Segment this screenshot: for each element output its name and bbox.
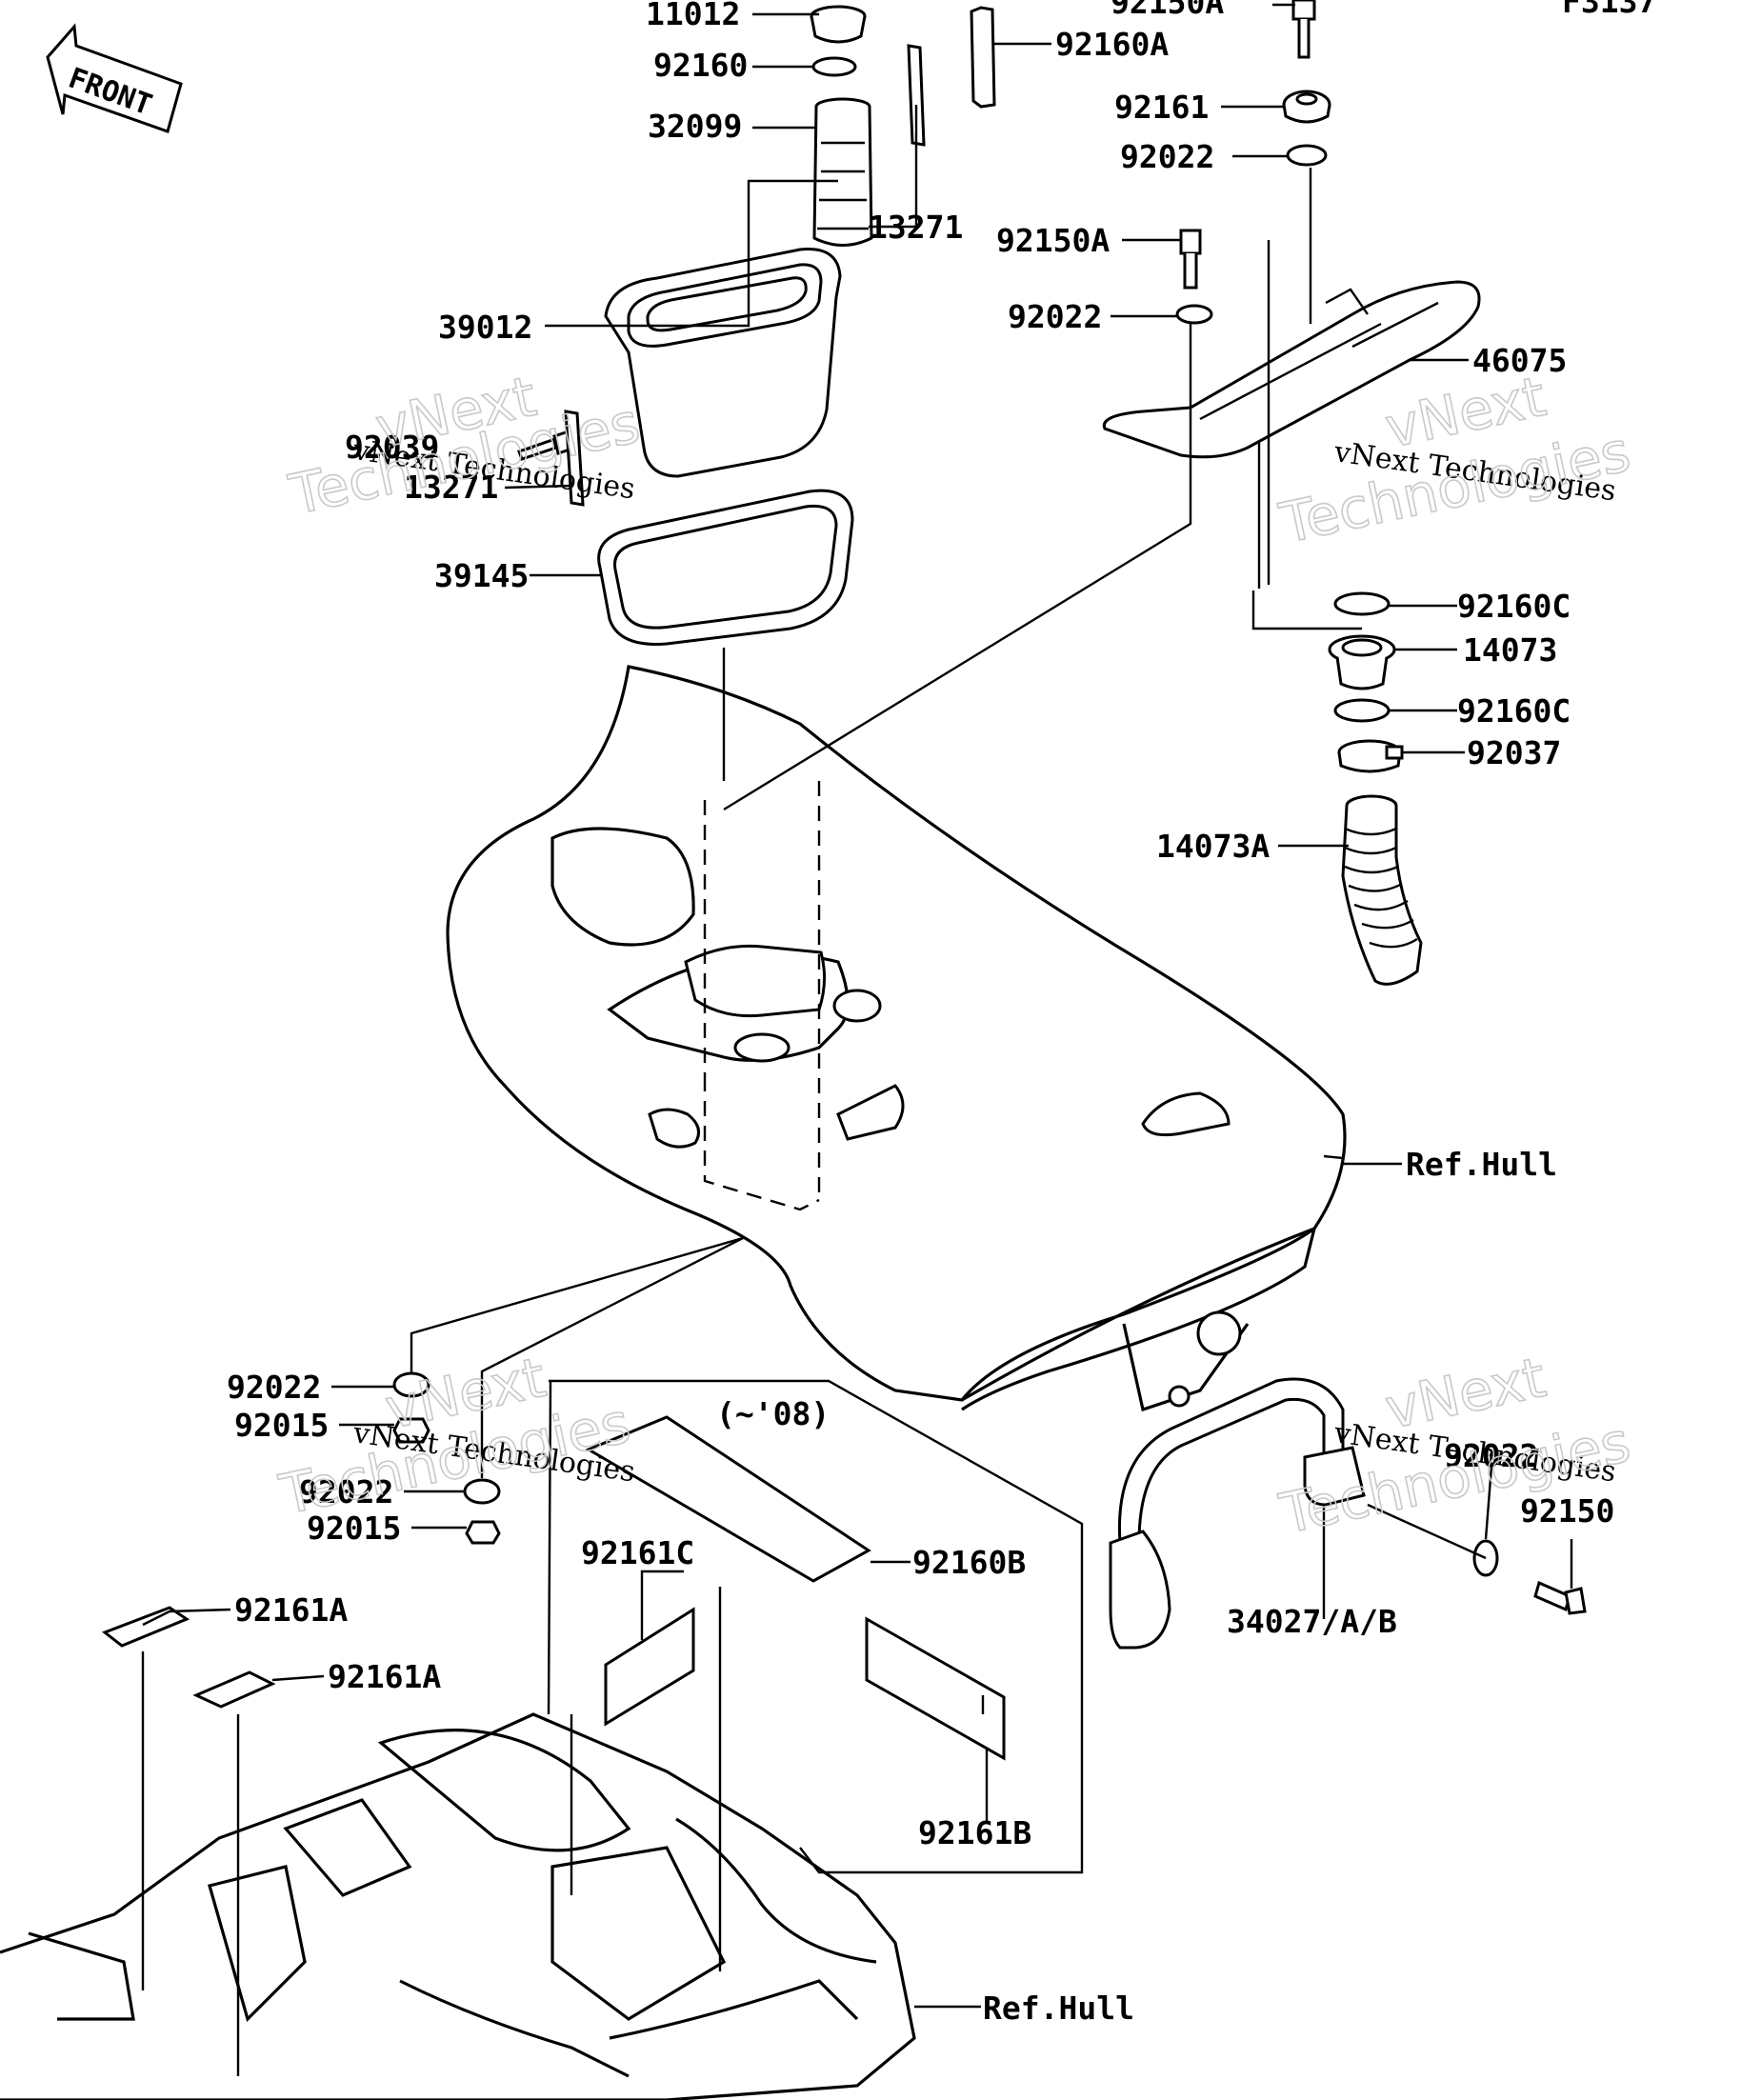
- bolt-92150a-top: [1291, 0, 1316, 59]
- label-34027: 34027/A/B: [1227, 1603, 1397, 1640]
- duct-32099: [812, 97, 873, 247]
- label-92039: 92039: [345, 429, 439, 466]
- era-note: (~'08): [716, 1395, 830, 1432]
- label-ref-hull-a: Ref.Hull: [1406, 1146, 1557, 1183]
- decal-92161c: [604, 1607, 695, 1727]
- hull-upper: [446, 665, 1347, 1412]
- o-ring-92160c-b: [1333, 698, 1391, 723]
- gasket-39145: [597, 489, 854, 646]
- label-92037: 92037: [1467, 734, 1561, 771]
- washer-92022-b: [1175, 304, 1213, 325]
- label-92022-a: 92022: [1120, 138, 1214, 175]
- storage-bin-39012: [604, 248, 842, 478]
- fitting-14073: [1328, 634, 1396, 690]
- label-92160c-a: 92160C: [1457, 588, 1571, 625]
- label-92015-b: 92015: [307, 1510, 401, 1547]
- hull-lower: [0, 1712, 916, 2100]
- hose-14073a: [1341, 794, 1423, 986]
- label-92150a-top: 92150A: [1111, 0, 1224, 21]
- decal-92161a-b: [192, 1670, 276, 1709]
- cap-11012: [810, 5, 867, 44]
- bolt-92150a: [1179, 229, 1202, 290]
- nut-92015-b: [465, 1520, 501, 1545]
- label-92150a: 92150A: [996, 222, 1110, 259]
- label-32099: 32099: [648, 108, 742, 145]
- strap-13271: [907, 44, 926, 147]
- label-92161a-a: 92161A: [234, 1591, 348, 1629]
- nut-92015-a: [392, 1417, 430, 1444]
- label-92022-c: 92022: [227, 1369, 321, 1406]
- bolt-92150: [1533, 1580, 1587, 1615]
- label-13271-b: 13271: [404, 469, 498, 506]
- o-ring-92160: [811, 56, 857, 77]
- pad-92160a: [970, 6, 996, 109]
- label-92161: 92161: [1114, 89, 1209, 126]
- decal-92160b: [585, 1415, 871, 1583]
- corner-code: F3137: [1562, 0, 1656, 20]
- clamp-92037: [1337, 739, 1404, 773]
- label-92161b: 92161B: [918, 1814, 1031, 1851]
- label-ref-hull-b: Ref.Hull: [983, 1990, 1134, 2027]
- label-92022-e: 92022: [1444, 1437, 1538, 1474]
- label-92160a: 92160A: [1055, 26, 1169, 63]
- watermark-outline: vNext: [1380, 1345, 1551, 1442]
- grab-handle-46075: [1102, 280, 1481, 459]
- leader-lines: [141, 3, 1573, 2076]
- label-14073: 14073: [1463, 631, 1557, 669]
- label-46075: 46075: [1472, 342, 1567, 379]
- label-92015-a: 92015: [234, 1407, 329, 1444]
- tow-hook-34027: [1109, 1377, 1366, 1650]
- grommet-92161: [1282, 90, 1331, 124]
- washer-92022-a: [1286, 144, 1328, 167]
- watermarks: vNext Technologies Technologies vNext vN…: [273, 363, 1636, 1548]
- label-92161a-b: 92161A: [328, 1658, 441, 1695]
- label-39145: 39145: [434, 557, 529, 594]
- label-13271-a: 13271: [869, 209, 963, 246]
- decal-92161a-a: [101, 1606, 190, 1648]
- label-39012: 39012: [438, 309, 532, 346]
- front-arrow-icon: FRONT: [46, 23, 183, 133]
- label-92160b: 92160B: [912, 1544, 1026, 1581]
- o-ring-92160c-a: [1333, 591, 1391, 616]
- part-labels: 11012 92160 32099 13271 39012 92039 1327…: [227, 0, 1614, 2027]
- label-14073a: 14073A: [1156, 828, 1270, 865]
- label-92160: 92160: [653, 47, 748, 84]
- decal-92161b: [865, 1616, 1006, 1761]
- label-11012: 11012: [646, 0, 740, 32]
- label-92022-b: 92022: [1008, 298, 1102, 335]
- strap-13271-b: [564, 410, 585, 507]
- label-92160c-b: 92160C: [1457, 692, 1571, 730]
- label-92150: 92150: [1520, 1492, 1614, 1530]
- label-92022-d: 92022: [299, 1473, 393, 1510]
- label-92161c: 92161C: [581, 1534, 694, 1571]
